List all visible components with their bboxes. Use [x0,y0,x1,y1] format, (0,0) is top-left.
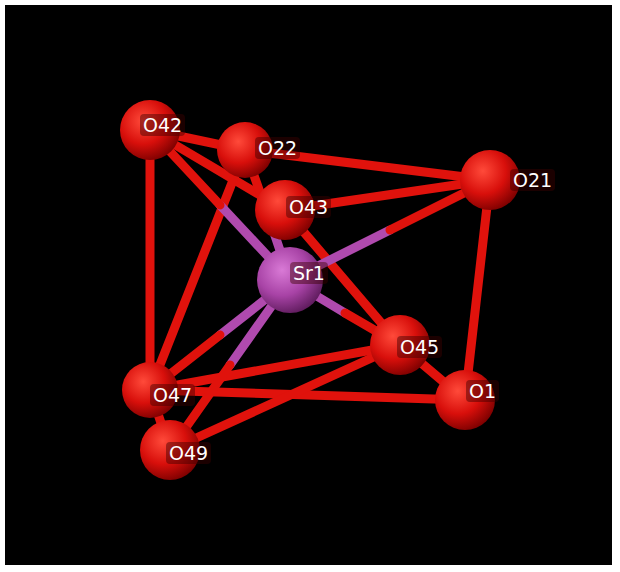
atom-label: O49 [166,442,211,464]
black-ground [5,5,612,565]
atom-label: O21 [510,169,555,191]
atom-label: O42 [140,114,185,136]
atom-label: O45 [397,336,442,358]
atom-spheres [120,100,520,480]
atom-label: O1 [466,380,499,402]
atom-label: Sr1 [290,262,328,284]
atom-label: O22 [255,137,300,159]
atom-label: O47 [150,384,195,406]
atom-label: O43 [286,196,331,218]
